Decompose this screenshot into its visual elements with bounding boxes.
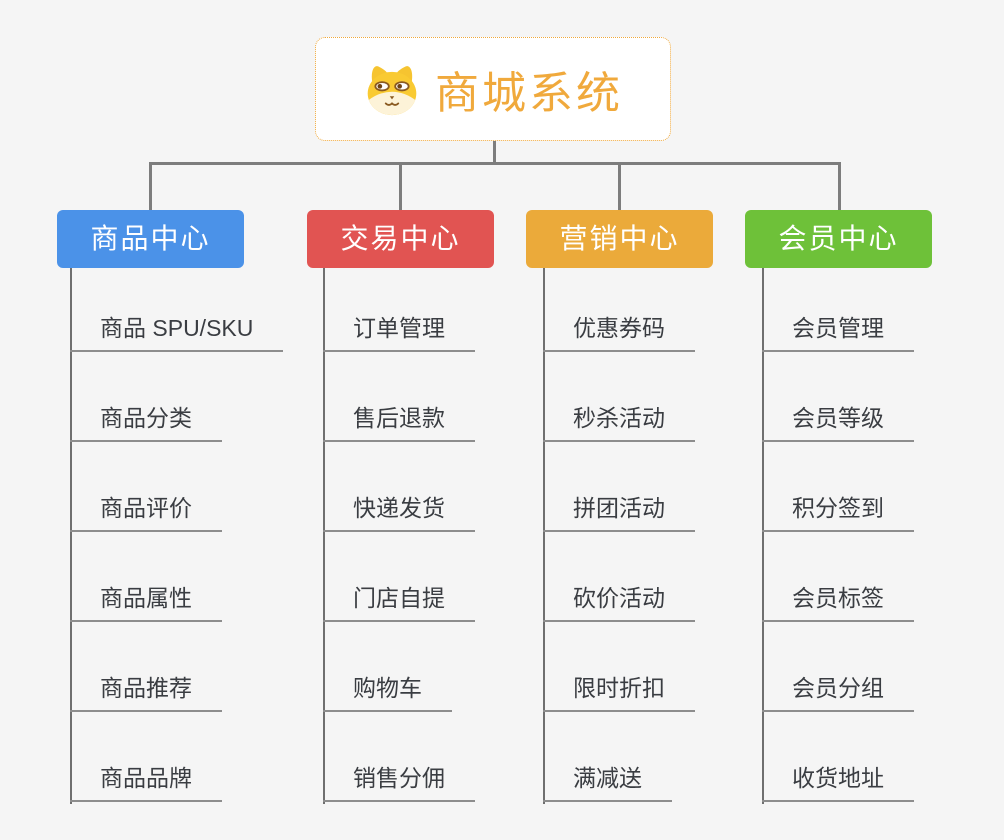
leaf-item[interactable]: 商品评价 [70,492,222,532]
branch-node-product-center[interactable]: 商品中心 [57,210,244,268]
connector-drop-4 [838,163,841,210]
branch-trunk-3 [543,268,545,804]
root-node[interactable]: 商城系统 [315,37,671,141]
leaf-item[interactable]: 商品属性 [70,582,222,622]
leaf-item[interactable]: 收货地址 [762,762,914,802]
connector-root-stub [493,141,496,163]
branch-trunk-1 [70,268,72,804]
leaf-item[interactable]: 满减送 [543,762,672,802]
leaf-item[interactable]: 商品 SPU/SKU [70,312,284,352]
connector-drop-2 [399,163,402,210]
leaf-item[interactable]: 积分签到 [762,492,914,532]
leaf-item[interactable]: 售后退款 [323,402,475,442]
connector-drop-1 [149,163,152,210]
connector-drop-3 [618,163,621,210]
leaf-item[interactable]: 会员管理 [762,312,914,352]
branch-trunk-4 [762,268,764,804]
root-title: 商城系统 [435,69,623,118]
leaf-item[interactable]: 秒杀活动 [543,402,695,442]
leaf-item[interactable]: 门店自提 [323,582,475,622]
leaf-item[interactable]: 商品推荐 [70,672,222,712]
leaf-item[interactable]: 会员分组 [762,672,914,712]
leaf-item[interactable]: 销售分佣 [323,762,475,802]
leaf-item[interactable]: 商品品牌 [70,762,222,802]
leaf-item[interactable]: 限时折扣 [543,672,695,712]
leaf-item[interactable]: 订单管理 [323,312,475,352]
leaf-item[interactable]: 会员标签 [762,582,914,622]
branch-node-member-center[interactable]: 会员中心 [745,210,932,268]
leaf-item[interactable]: 砍价活动 [543,582,695,622]
leaf-item[interactable]: 拼团活动 [543,492,695,532]
leaf-item[interactable]: 商品分类 [70,402,222,442]
leaf-item[interactable]: 购物车 [323,672,452,712]
branch-node-marketing-center[interactable]: 营销中心 [526,210,713,268]
connector-horizontal-bar [149,162,841,165]
branch-trunk-2 [323,268,325,804]
branch-node-trade-center[interactable]: 交易中心 [307,210,494,268]
leaf-item[interactable]: 优惠券码 [543,312,695,352]
leaf-item[interactable]: 会员等级 [762,402,914,442]
leaf-item[interactable]: 快递发货 [323,492,475,532]
shiba-dog-icon [367,66,417,116]
